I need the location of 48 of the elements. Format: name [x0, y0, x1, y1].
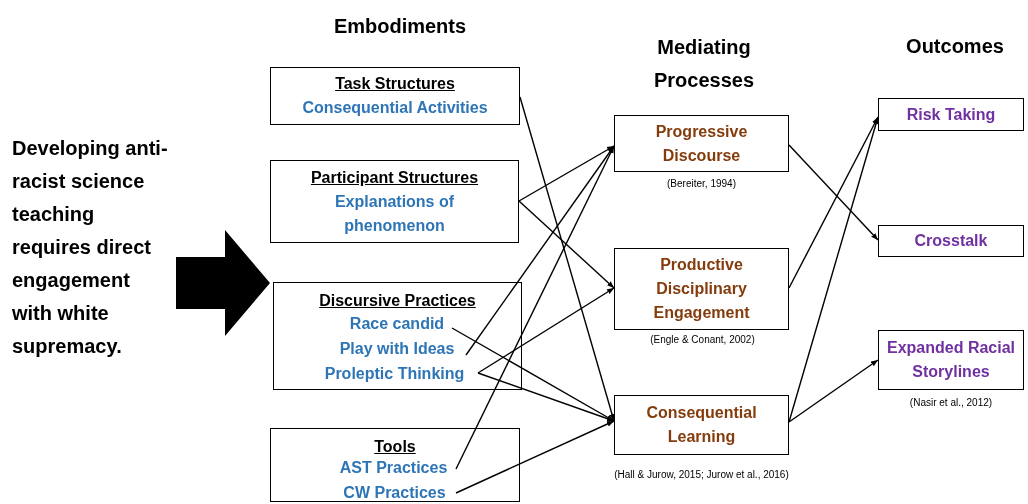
arrow [519, 96, 615, 422]
box-heading: Tools [374, 437, 416, 457]
process-box [273, 282, 522, 390]
arrow [518, 145, 615, 202]
arrow [451, 327, 615, 422]
arrow [477, 287, 615, 374]
process-box [878, 225, 1024, 257]
arrow [455, 420, 615, 494]
box-text: Crosstalk [914, 231, 988, 251]
process-box [614, 115, 789, 172]
column-heading: Mediating Processes [652, 35, 756, 93]
box-heading: Discursive Practices [319, 291, 476, 311]
box-text: Risk Taking [906, 104, 996, 125]
process-box [614, 248, 789, 330]
arrow [477, 372, 615, 422]
process-box [270, 67, 520, 125]
arrow [788, 116, 879, 289]
block-arrow [176, 230, 270, 336]
arrow [788, 116, 879, 423]
citation-text: (Nasir et al., 2012) [908, 396, 994, 410]
arrow [455, 145, 615, 470]
list-item-text: Play with Ideas [324, 336, 470, 361]
box-text: Consequential Learning [645, 403, 758, 447]
list-item-text: AST Practices [329, 455, 458, 480]
box-heading: Participant Structures [310, 167, 479, 188]
arrow [788, 359, 879, 423]
citation-text: (Bereiter, 1994) [666, 177, 737, 191]
box-text: Productive Disciplinary Engagement [652, 255, 751, 323]
box-text: Explanations of phenomenon [333, 191, 456, 236]
box-text: Expanded Racial Storylines [885, 338, 1016, 382]
column-heading: Embodiments [332, 14, 468, 39]
box-text: Progressive Discourse [654, 121, 749, 166]
process-box [270, 428, 520, 502]
process-box [614, 395, 789, 455]
arrow [788, 144, 879, 241]
process-box [270, 160, 519, 243]
list-item-text: Proleptic Thinking [309, 361, 480, 386]
process-box [878, 330, 1024, 390]
column-heading: Outcomes [905, 34, 1005, 59]
citation-text: (Hall & Jurow, 2015; Jurow et al., 2016) [614, 468, 789, 482]
process-box [878, 98, 1024, 131]
box-heading: Task Structures [335, 74, 455, 94]
arrow [518, 200, 615, 289]
list-item-text: CW Practices [331, 480, 458, 504]
citation-text: (Engle & Conant, 2002) [649, 333, 756, 347]
statement-text: Developing anti-racist science teaching requires direct engagement with white supremacy. [12, 132, 172, 370]
list-item-text: Race candid [334, 311, 460, 336]
box-text: Consequential Activities [302, 98, 488, 118]
